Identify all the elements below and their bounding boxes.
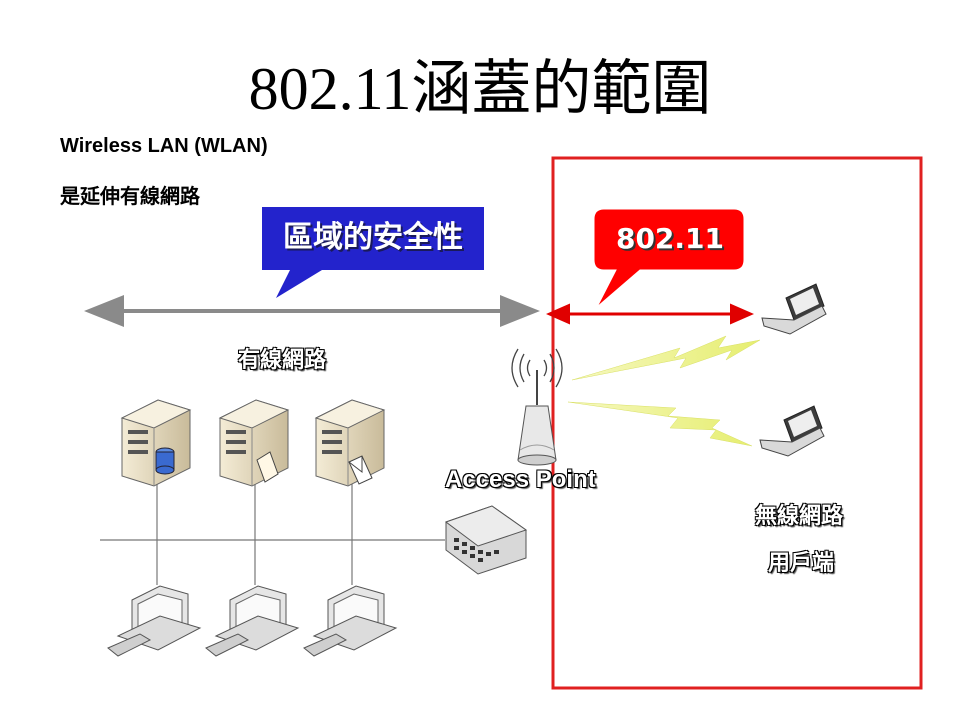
server-file [218, 399, 290, 487]
desktop-computer-1 [107, 585, 202, 657]
standard-callout-text: 802.11 [615, 222, 725, 255]
wireless-signal-bolt-2 [567, 401, 753, 447]
desktop-computer-2 [205, 585, 300, 657]
server-database [120, 399, 192, 487]
standard-callout [593, 208, 745, 308]
security-callout [262, 207, 484, 298]
wireless-signal-bolt-1 [571, 335, 761, 381]
network-switch [444, 505, 528, 575]
wifi-signal-icon [511, 348, 563, 388]
laptop-client-1 [761, 283, 827, 335]
wireless-network-label: 無線網路 [755, 504, 844, 529]
subtitle-description: 是延伸有線網路 [60, 184, 200, 208]
laptop-client-2 [759, 405, 825, 457]
wired-network-label: 有線網路 [238, 348, 327, 373]
network-cabling [100, 470, 445, 585]
wireless-range-frame [551, 156, 923, 690]
security-callout-text: 區域的安全性 [283, 220, 463, 255]
subtitle-wlan: Wireless LAN (WLAN) [60, 135, 268, 157]
access-point-device [517, 370, 557, 466]
server-mail [314, 399, 386, 487]
desktop-computer-3 [303, 585, 398, 657]
access-point-label: Access Point [445, 466, 596, 493]
client-label: 用戶端 [768, 551, 835, 576]
page-title: 802.11涵蓋的範圍 [248, 56, 712, 122]
